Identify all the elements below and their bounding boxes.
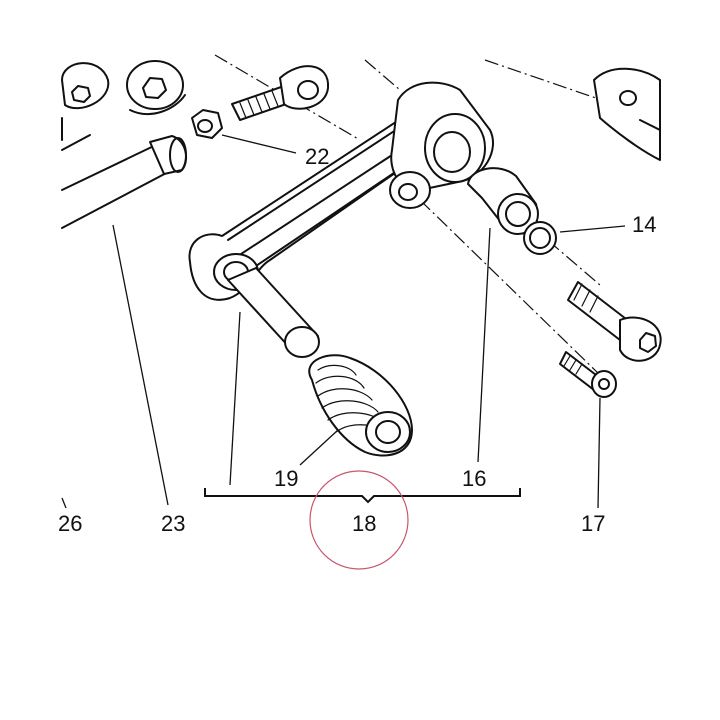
bushing-16 [467, 167, 539, 235]
callout-19: 19 [274, 466, 299, 491]
callout-18: 18 [352, 511, 377, 536]
callout-16: 16 [462, 466, 487, 491]
pivot-bolt [567, 281, 662, 362]
group-bracket [204, 488, 521, 504]
nut-22 [191, 109, 223, 139]
callout-26: 26 [58, 511, 83, 536]
rubber-19 [308, 354, 413, 457]
rod-23 [61, 135, 188, 229]
leader-lines [61, 134, 626, 509]
callout-17: 17 [581, 511, 606, 536]
washer-14 [523, 221, 557, 255]
rod-end [231, 65, 330, 121]
footpeg-pin [227, 267, 320, 358]
callout-22: 22 [305, 144, 330, 169]
bolt-17 [559, 351, 617, 398]
highlight-circle [309, 470, 409, 570]
callout-14: 14 [632, 212, 657, 237]
frame-fragment [593, 67, 661, 161]
hex-bolt-group-26 [61, 60, 186, 151]
callout-23: 23 [161, 511, 186, 536]
pivot-boss [389, 81, 494, 209]
